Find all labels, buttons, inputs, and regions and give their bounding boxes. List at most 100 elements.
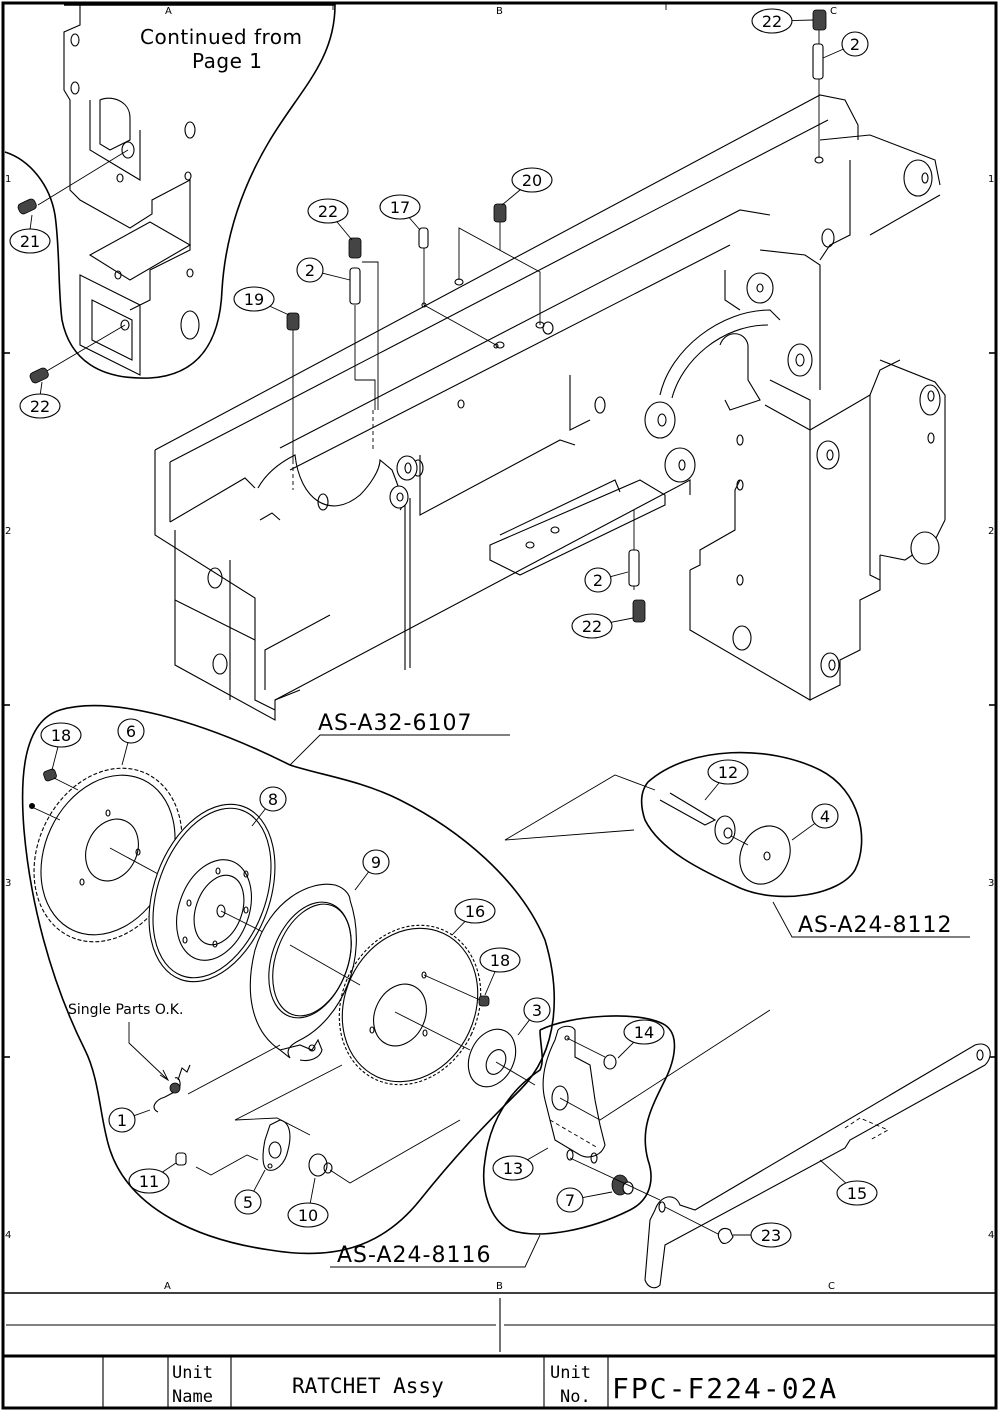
parts-11-5-10 bbox=[175, 1064, 461, 1184]
title-block bbox=[3, 1292, 996, 1408]
zone-row-3-left: 3 bbox=[5, 878, 11, 889]
part-balloon-5 bbox=[234, 1189, 262, 1215]
part-balloon-8 bbox=[259, 786, 287, 812]
unit-no-label-line1: Unit bbox=[550, 1363, 591, 1383]
part-balloon-2 bbox=[841, 31, 869, 57]
part-balloon-2 bbox=[296, 257, 324, 283]
dowel-pin-2-lower bbox=[628, 549, 640, 587]
zone-col-c-bottom: C bbox=[828, 1281, 835, 1292]
part-number-label: 2 bbox=[305, 261, 315, 280]
zone-row-4-right: 4 bbox=[988, 1230, 994, 1241]
balloon-leader-line bbox=[610, 617, 634, 623]
zone-col-b-bottom: B bbox=[496, 1281, 503, 1292]
note-single-parts-ok: Single Parts O.K. bbox=[68, 1002, 183, 1018]
part-number-label: 23 bbox=[761, 1226, 781, 1245]
part-number-label: 2 bbox=[593, 571, 603, 590]
part-balloon-3 bbox=[523, 997, 551, 1023]
part-balloon-22 bbox=[751, 8, 793, 34]
part-number-label: 5 bbox=[243, 1193, 253, 1212]
zone-col-c-top: C bbox=[830, 6, 837, 17]
part-number-label: 17 bbox=[390, 198, 410, 217]
balloon-leader-line bbox=[822, 48, 844, 59]
part-number-label: 18 bbox=[51, 726, 71, 745]
disc-plate-part-8 bbox=[148, 803, 276, 983]
set-screw-19 bbox=[286, 312, 300, 331]
part-number-label: 16 bbox=[465, 902, 485, 921]
balloon-leader-line bbox=[336, 221, 353, 241]
balloon-leader-line bbox=[791, 19, 814, 21]
part-number-label: 10 bbox=[298, 1206, 318, 1225]
part-number-label: 2 bbox=[850, 35, 860, 54]
balloon-leader-line bbox=[251, 808, 266, 827]
explode-lines-top bbox=[292, 30, 820, 590]
balloon-leader-line bbox=[527, 1147, 549, 1161]
part-number-label: 11 bbox=[139, 1172, 159, 1191]
dowel-pin-2-top-right bbox=[812, 43, 824, 80]
balloon-leader-line bbox=[582, 1191, 613, 1199]
part-balloon-6 bbox=[117, 718, 145, 744]
zone-col-a-bottom: A bbox=[164, 1281, 171, 1292]
part-balloon-22 bbox=[19, 393, 61, 419]
balloon-leader-line bbox=[269, 305, 290, 316]
balloon-leader-line bbox=[162, 1162, 177, 1173]
balloon-leader-line bbox=[121, 742, 129, 766]
balloon-leader-line bbox=[791, 823, 816, 841]
dowel-pin-2-mid bbox=[349, 267, 361, 305]
balloon-leader-line bbox=[322, 272, 351, 281]
balloon-leader-line bbox=[451, 921, 466, 936]
zone-row-4-left: 4 bbox=[5, 1230, 11, 1241]
part-balloon-21 bbox=[9, 228, 51, 254]
unit-name-label-line2: Name bbox=[172, 1387, 213, 1407]
part-number-label: 22 bbox=[318, 202, 338, 221]
ratchet-group-cloud bbox=[21, 704, 556, 1255]
zone-row-1-right: 1 bbox=[988, 174, 994, 185]
balloon-leader-line bbox=[617, 1041, 635, 1059]
balloon-leader-line bbox=[517, 1019, 530, 1036]
part-balloon-19 bbox=[233, 286, 275, 312]
set-screw-22-mid bbox=[348, 237, 362, 259]
part-balloon-23 bbox=[750, 1222, 792, 1248]
set-screw-20 bbox=[493, 203, 507, 223]
zone-row-3-right: 3 bbox=[988, 878, 994, 889]
balloon-leader-line bbox=[51, 746, 59, 771]
part-balloon-16 bbox=[454, 898, 496, 924]
part-number-label: 22 bbox=[762, 12, 782, 31]
balloon-leader-line bbox=[408, 217, 421, 231]
note-continued-line2: Page 1 bbox=[192, 49, 263, 73]
part-number-label: 3 bbox=[532, 1001, 542, 1020]
balloon-leader-line bbox=[501, 189, 521, 206]
part-balloon-12 bbox=[707, 759, 749, 785]
part-number-label: 14 bbox=[634, 1023, 654, 1042]
part-balloon-10 bbox=[287, 1202, 329, 1228]
part-balloon-20 bbox=[511, 167, 553, 193]
part-number-label: 19 bbox=[244, 290, 264, 309]
part-balloon-15 bbox=[836, 1180, 878, 1206]
part-number-label: 1 bbox=[117, 1111, 127, 1130]
part-balloon-13 bbox=[492, 1155, 534, 1181]
zone-row-1-left: 1 bbox=[5, 174, 11, 185]
balloon-leader-line bbox=[133, 1109, 151, 1117]
part-number-label: 9 bbox=[371, 853, 381, 872]
note-continued-line1: Continued from bbox=[140, 25, 303, 49]
assembly-label-as-a24-8116: AS-A24-8116 bbox=[337, 1243, 491, 1268]
disc-plate-part-9 bbox=[249, 883, 361, 1062]
part-balloon-14 bbox=[623, 1019, 665, 1045]
part-balloon-18 bbox=[40, 722, 82, 748]
lever-group-cloud bbox=[482, 1009, 771, 1235]
pin-17 bbox=[418, 227, 429, 249]
balloon-leader-line bbox=[704, 782, 720, 801]
part-balloon-17 bbox=[379, 194, 421, 220]
part-number-label: 20 bbox=[522, 171, 542, 190]
continued-detail-cloud bbox=[4, 4, 336, 379]
part-number-label: 22 bbox=[30, 397, 50, 416]
part-number-label: 22 bbox=[582, 617, 602, 636]
washer-part-3 bbox=[467, 1028, 536, 1088]
balloon-leader-line bbox=[309, 1177, 316, 1204]
shaft-group-cloud bbox=[504, 751, 863, 898]
part-number-label: 7 bbox=[565, 1191, 575, 1210]
balloon-leader-line bbox=[610, 571, 629, 578]
assembly-label-as-a32-6107: AS-A32-6107 bbox=[318, 711, 472, 736]
unit-no-value: FPC-F224-02A bbox=[612, 1372, 838, 1405]
part-number-label: 8 bbox=[268, 790, 278, 809]
